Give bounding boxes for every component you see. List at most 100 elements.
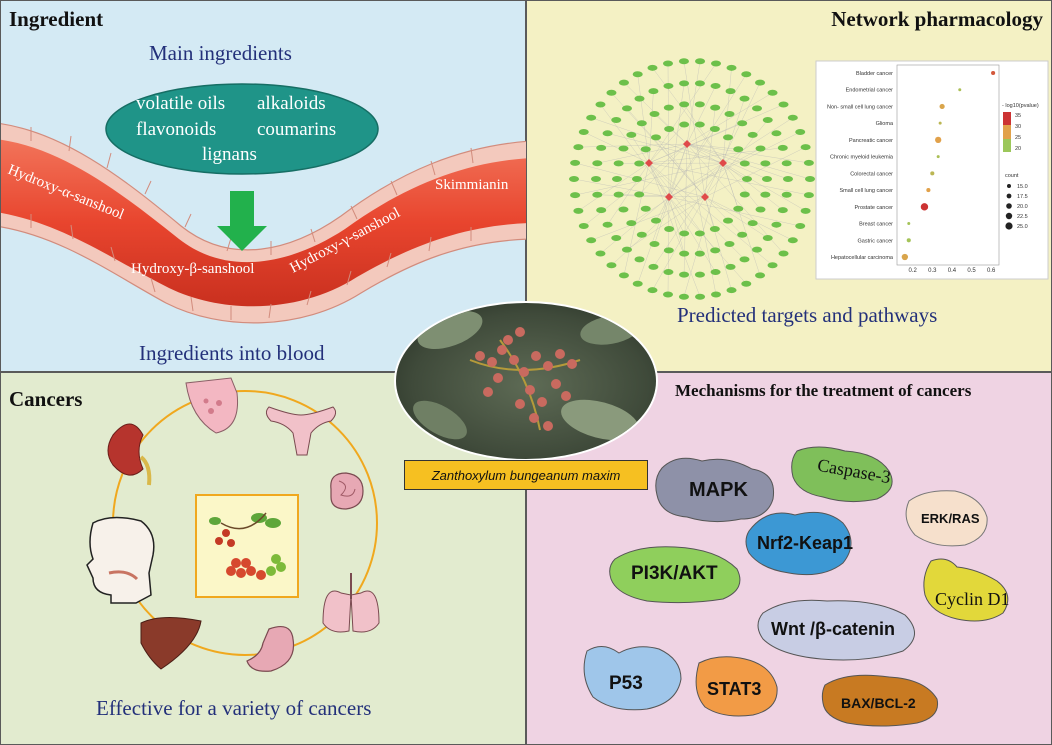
- network-node: [663, 104, 674, 111]
- network-node: [725, 88, 736, 95]
- network-edge: [648, 162, 701, 297]
- network-title: Network pharmacology: [831, 7, 1043, 31]
- data-point: [920, 203, 929, 211]
- legend-colorbar-low: [1003, 139, 1011, 152]
- network-node: [739, 160, 750, 167]
- pathway-blobs: [583, 446, 1009, 727]
- network-hub: [719, 159, 727, 167]
- count-dot-25: [1005, 222, 1013, 230]
- network-edge: [704, 196, 793, 241]
- plant-box: [195, 494, 299, 598]
- network-edge: [583, 131, 650, 164]
- network-edge: [684, 104, 724, 164]
- network-edge: [722, 162, 783, 211]
- head-icon: [86, 516, 155, 604]
- category-label: Glioma: [876, 121, 894, 127]
- network-node: [618, 272, 629, 279]
- network-node: [647, 287, 658, 294]
- network-node: [711, 291, 722, 298]
- network-node: [650, 217, 661, 224]
- network-node: [742, 176, 752, 182]
- main-ingredients-heading: Main ingredients: [149, 41, 292, 65]
- stomach-icon: [246, 626, 295, 672]
- network-node: [694, 230, 705, 237]
- liver-icon: [140, 617, 202, 670]
- network-edge: [648, 124, 685, 164]
- network-node: [709, 226, 720, 233]
- data-point: [936, 155, 940, 159]
- network-edge: [573, 178, 670, 198]
- network-edge: [578, 162, 650, 211]
- category-label: Bladder cancer: [856, 71, 893, 77]
- network-node: [803, 192, 814, 199]
- ingredient-title: Ingredient: [9, 7, 104, 31]
- category-label: Gastric cancer: [858, 238, 894, 244]
- network-node: [595, 101, 606, 108]
- count-dot-17: [1006, 193, 1012, 199]
- category-label: Hepatocellular carcinoma: [831, 255, 894, 261]
- legend-value-30: 30: [1015, 124, 1021, 130]
- network-node: [777, 144, 788, 151]
- network-node: [767, 89, 778, 96]
- pathway-wnt-label: Wnt /β-catenin: [771, 619, 895, 639]
- network-node: [634, 160, 645, 167]
- network-node: [606, 89, 617, 96]
- count-value-22: 22.5: [1017, 214, 1028, 220]
- uterus-icon: [265, 406, 337, 456]
- network-edge: [686, 143, 809, 164]
- network-node: [602, 130, 613, 137]
- network-node: [640, 205, 651, 212]
- cyclin-blob: [923, 558, 1009, 622]
- mechanisms-title: Mechanisms for the treatment of cancers: [675, 381, 972, 400]
- legend-value-25: 25: [1015, 135, 1021, 141]
- network-node: [800, 144, 811, 151]
- network-node: [709, 125, 720, 132]
- network-node: [621, 246, 632, 253]
- network-edge: [686, 92, 773, 145]
- x-tick-label: 0.5: [967, 268, 976, 274]
- network-node: [762, 234, 773, 241]
- cancers-panel: Cancers: [0, 372, 526, 745]
- network-node: [723, 217, 734, 224]
- network-node: [723, 134, 734, 141]
- down-arrow-icon: [217, 191, 267, 251]
- network-edge: [686, 143, 717, 295]
- network-node: [771, 221, 782, 228]
- count-dot-20: [1006, 203, 1012, 209]
- network-edge: [722, 162, 806, 211]
- data-point: [907, 222, 911, 226]
- network-edge: [683, 162, 724, 297]
- network-node: [678, 58, 689, 65]
- network-edge: [639, 162, 724, 164]
- network-node: [739, 256, 750, 263]
- network-node: [586, 114, 597, 121]
- network-edge: [668, 196, 716, 273]
- network-edge: [686, 143, 739, 150]
- bax-blob: [821, 674, 939, 727]
- species-label: Zanthoxylum bungeanum maxim: [404, 460, 648, 490]
- network-node: [755, 79, 766, 86]
- network-node: [634, 95, 645, 102]
- breast-icon: [185, 377, 239, 434]
- network-node: [678, 293, 689, 300]
- network-edge: [704, 107, 716, 198]
- network-node: [710, 82, 721, 89]
- pathway-cyclin-label: Cyclin D1: [935, 589, 1010, 609]
- network-node: [573, 144, 584, 151]
- network-node: [632, 71, 643, 78]
- network-node: [573, 207, 584, 214]
- network-node: [741, 71, 752, 78]
- network-node: [640, 146, 651, 153]
- network-node: [602, 221, 613, 228]
- network-edge: [652, 67, 724, 164]
- network-node: [783, 176, 793, 182]
- count-title: count: [1005, 173, 1019, 179]
- network-node: [632, 176, 642, 182]
- compound-beta-sanshool: Hydroxy-β-sanshool: [131, 261, 254, 277]
- network-edge: [668, 148, 761, 198]
- network-node: [663, 269, 674, 276]
- network-edge: [668, 131, 801, 198]
- network-node: [737, 231, 748, 238]
